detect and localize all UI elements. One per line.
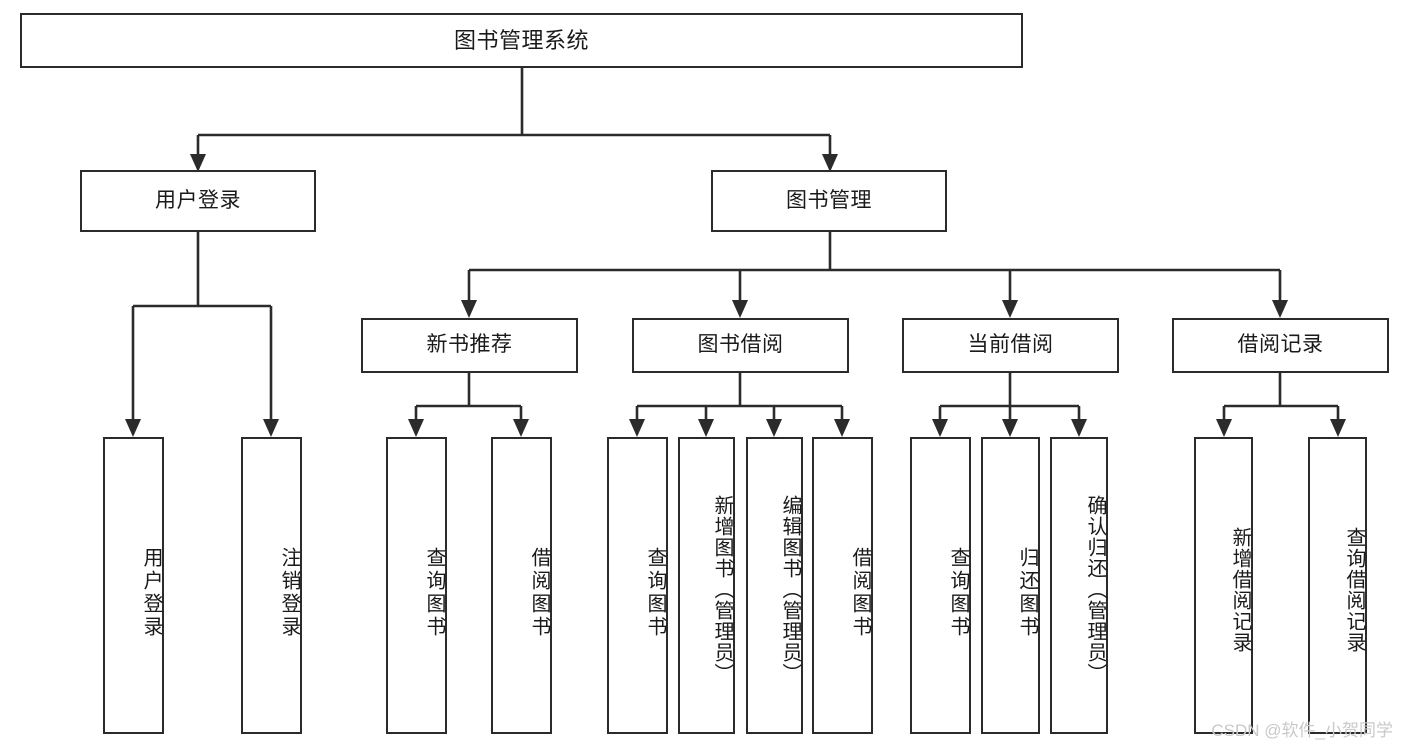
node-borrow-record[interactable]: 借阅记录 [1172,318,1389,373]
node-current-borrow[interactable]: 当前借阅 [902,318,1119,373]
node-user-login[interactable]: 用户登录 [80,170,316,232]
leaf-current-borrow-query[interactable]: 查询图书 [910,437,971,734]
leaf-book-borrow-add[interactable]: 新增图书（管理员） [678,437,735,734]
leaf-user-login-login[interactable]: 用户登录 [103,437,164,734]
leaf-book-borrow-query[interactable]: 查询图书 [607,437,668,734]
leaf-user-login-logout[interactable]: 注销登录 [241,437,302,734]
leaf-book-borrow-edit[interactable]: 编辑图书（管理员） [746,437,803,734]
leaf-current-borrow-confirm-return[interactable]: 确认归还（管理员） [1050,437,1108,734]
node-new-book-recommend[interactable]: 新书推荐 [361,318,578,373]
leaf-borrow-record-add[interactable]: 新增借阅记录 [1194,437,1253,734]
csdn-watermark: CSDN @软件_小贺同学 [1211,721,1393,740]
node-book-borrow[interactable]: 图书借阅 [632,318,849,373]
leaf-borrow-record-query[interactable]: 查询借阅记录 [1308,437,1367,734]
leaf-book-borrow-borrow[interactable]: 借阅图书 [812,437,873,734]
node-root-system[interactable]: 图书管理系统 [20,13,1023,68]
leaf-new-book-query[interactable]: 查询图书 [386,437,447,734]
leaf-new-book-borrow[interactable]: 借阅图书 [491,437,552,734]
leaf-current-borrow-return[interactable]: 归还图书 [981,437,1040,734]
node-book-management[interactable]: 图书管理 [711,170,947,232]
